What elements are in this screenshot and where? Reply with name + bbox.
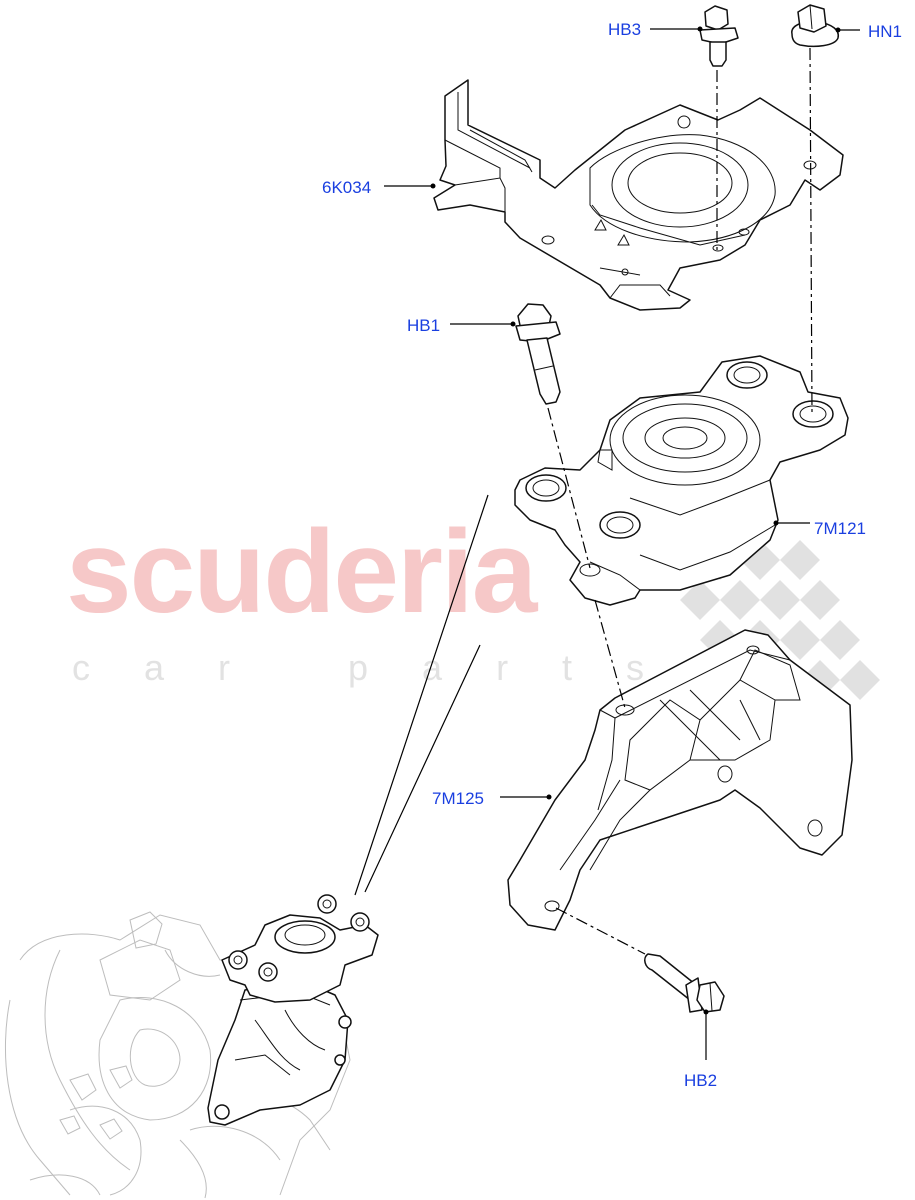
callout-hb1[interactable]: HB1 (407, 316, 440, 335)
nut-hn1 (791, 4, 840, 48)
callout-hb3[interactable]: HB3 (608, 20, 641, 39)
callout-hb2[interactable]: HB2 (684, 1071, 717, 1090)
mount-7m121 (514, 355, 849, 606)
assembly-center-lines (547, 47, 813, 955)
zoom-leader-line-2 (364, 644, 481, 893)
callout-7m125[interactable]: 7M125 (432, 789, 484, 808)
zoom-leader-line-1 (354, 494, 489, 896)
bracket-6k034 (433, 79, 844, 311)
callout-labels: HB3 HN1 6K034 HB1 7M121 7M125 HB2 (322, 20, 902, 1090)
callout-leaders (384, 26, 860, 1060)
callout-6k034[interactable]: 6K034 (322, 178, 371, 197)
bolt-hb3 (699, 5, 739, 67)
watermark-checker-pattern (640, 500, 880, 700)
mount-assembly-on-transmission (207, 894, 379, 1126)
watermark: scuderia c a r p a r t s (66, 500, 880, 700)
bolt-hb1 (515, 303, 561, 405)
watermark-brand: scuderia (66, 506, 539, 638)
bolt-hb2 (644, 953, 725, 1013)
bracket-7m125 (507, 629, 853, 931)
callout-hn1[interactable]: HN1 (868, 22, 902, 41)
callout-7m121[interactable]: 7M121 (814, 519, 866, 538)
watermark-tagline: c a r p a r t s (72, 647, 666, 688)
transmission-ghost-drawing (4, 911, 351, 1199)
